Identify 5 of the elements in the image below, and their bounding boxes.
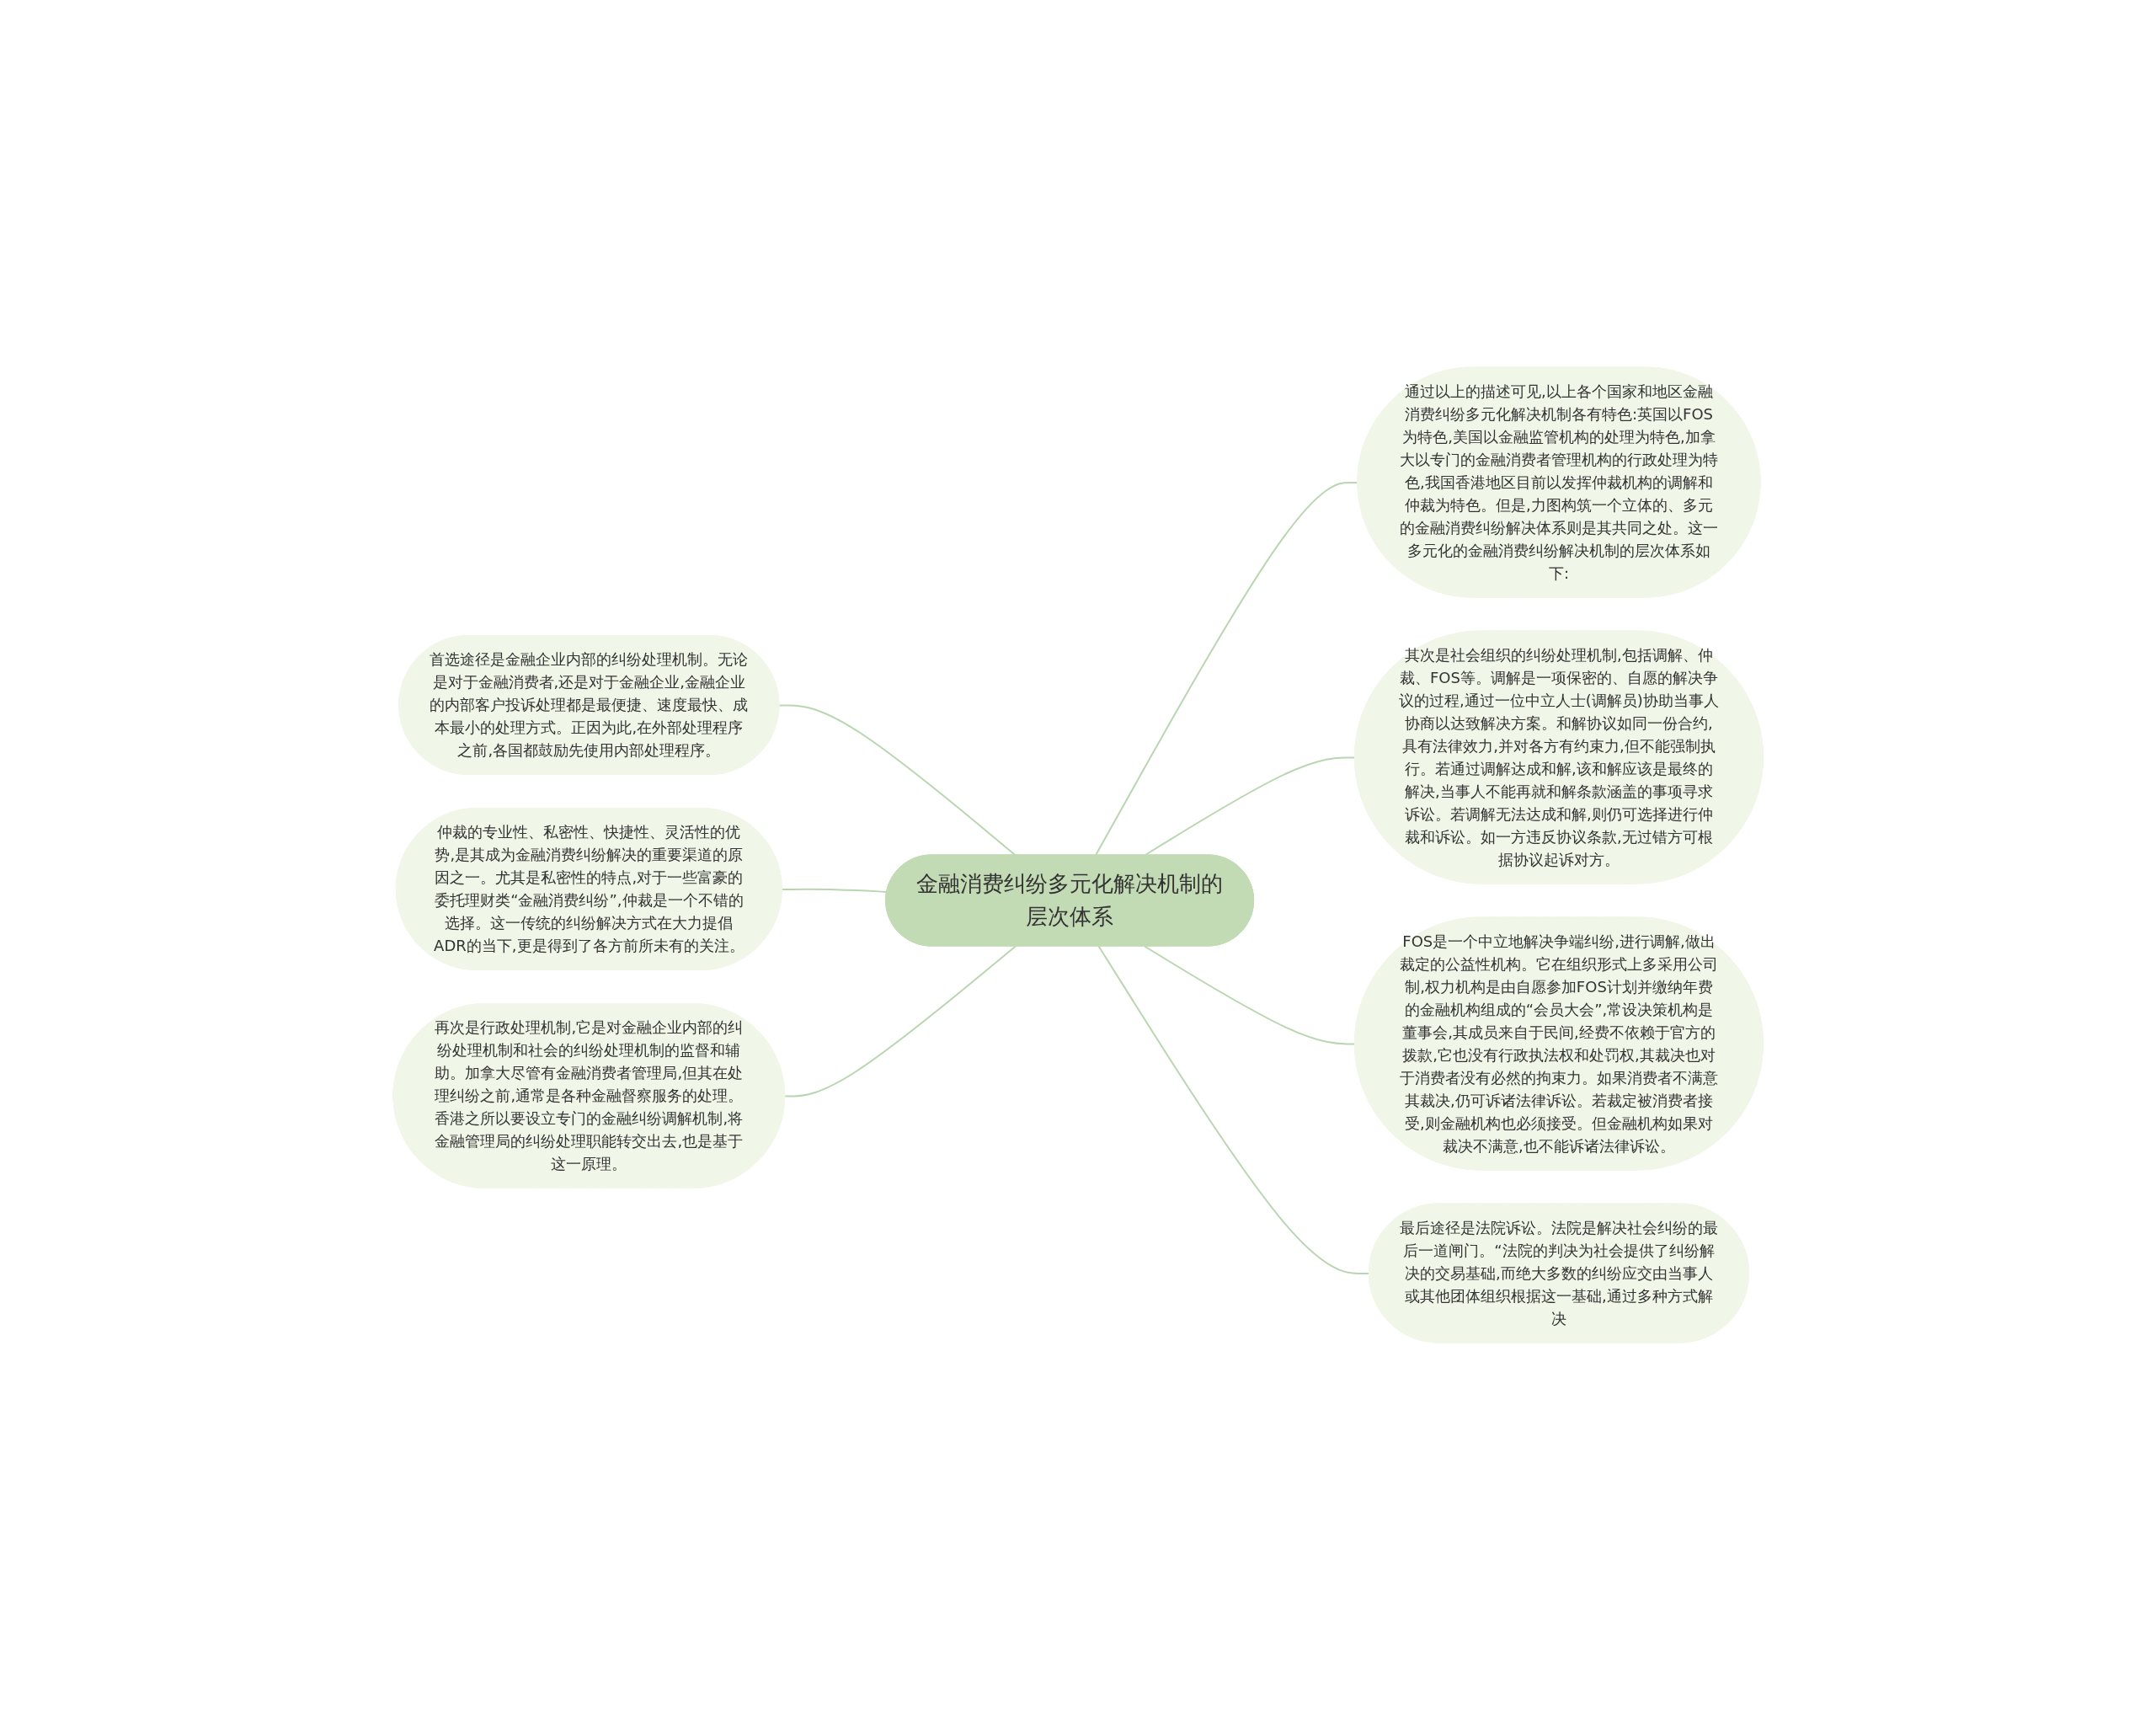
connector xyxy=(783,945,1017,1097)
connector xyxy=(1097,945,1370,1274)
connector xyxy=(1143,945,1356,1044)
connector xyxy=(778,703,1017,856)
connector xyxy=(781,888,888,893)
